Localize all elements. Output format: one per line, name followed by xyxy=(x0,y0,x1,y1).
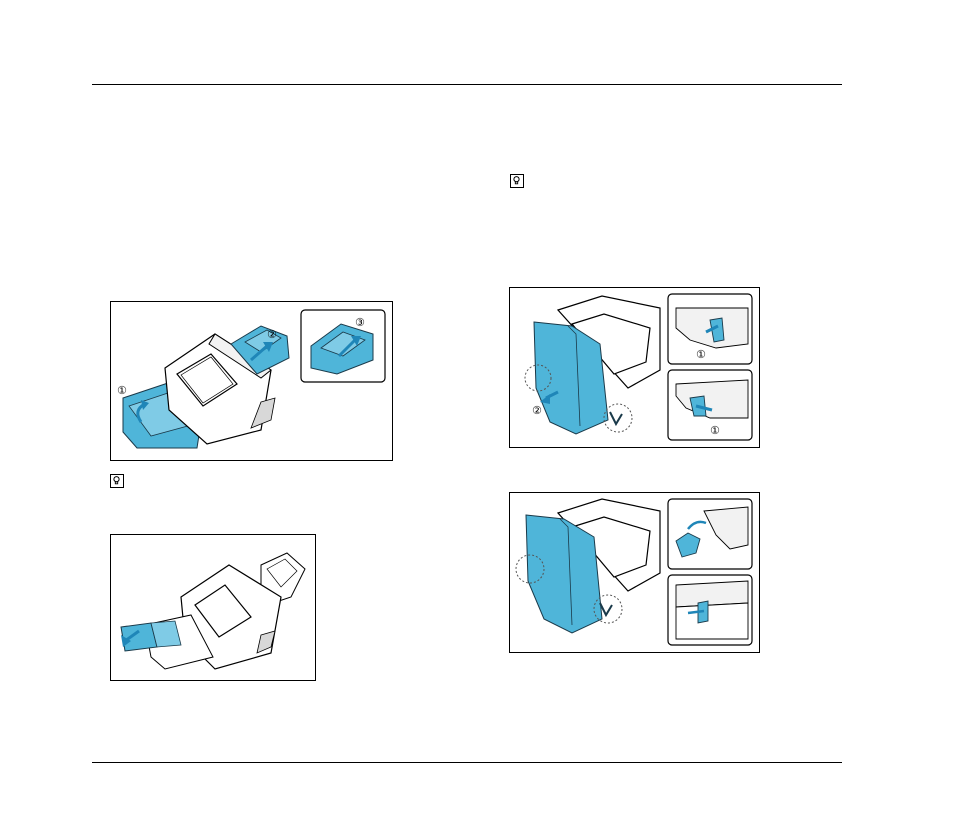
step-label-3: ③ xyxy=(355,316,365,329)
step-label-2: ② xyxy=(267,328,277,341)
figure-open-feed-tray: ① ② ③ xyxy=(110,301,393,461)
figure-attach-guide xyxy=(509,492,760,653)
step-label-1b: ① xyxy=(710,424,720,437)
step-label-1: ① xyxy=(117,384,127,397)
header-rule xyxy=(92,84,842,85)
step-label-1a: ① xyxy=(696,348,706,361)
figure-remove-guide: ① ① ② xyxy=(509,287,760,448)
step-label-2: ② xyxy=(532,404,542,417)
hint-lightbulb-icon xyxy=(110,474,124,488)
hint-lightbulb-icon xyxy=(510,174,524,188)
figure-eject-tray-extension xyxy=(110,534,316,681)
footer-rule xyxy=(92,762,842,763)
